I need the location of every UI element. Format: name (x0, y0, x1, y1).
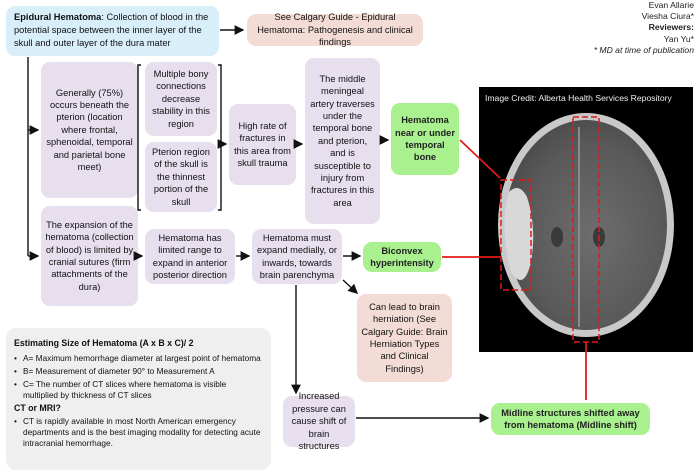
limited-range-box: Hematoma has limited range to expand in … (145, 229, 235, 284)
image-credit: Image Credit: Alberta Health Services Re… (485, 93, 672, 103)
size-heading: Estimating Size of Hematoma (A x B x C)/… (14, 338, 194, 348)
bony-connections-box: Multiple bony connections decrease stabi… (145, 62, 217, 136)
definition-text: : Collection of blood in the potential s… (14, 12, 209, 48)
hematoma (504, 188, 534, 280)
ct-scan-image: Image Credit: Alberta Health Services Re… (479, 87, 693, 352)
must-expand-box: Hematoma must expand medially, or inward… (252, 229, 342, 284)
midline-shift-box: Midline structures shifted away from hem… (491, 403, 650, 435)
author-2: Viesha Ciura* (641, 11, 694, 22)
fracture-rate-box: High rate of fractures in this area from… (229, 104, 296, 185)
list-item: B= Measurement of diameter 90° to Measur… (14, 366, 263, 377)
credits: Evan Allarie Viesha Ciura* Reviewers: Ya… (504, 0, 694, 56)
thinnest-skull-box: Pterion region of the skull is the thinn… (145, 142, 217, 212)
ventricle-left (551, 227, 563, 247)
size-list: A= Maximum hemorrhage diameter at larges… (14, 353, 263, 401)
reviewer: Yan Yu* (663, 33, 694, 44)
see-guide-box: See Calgary Guide - Epidural Hematoma: P… (247, 12, 423, 47)
bracket-right (218, 64, 222, 211)
ct-scan-drawing (498, 113, 674, 343)
definition-term: Epidural Hematoma (14, 12, 102, 22)
biconvex-box: Biconvex hyperintensity (363, 242, 441, 272)
pterion-box: Generally (75%) occurs beneath the pteri… (41, 62, 138, 198)
list-item: CT is rapidly available in most North Am… (14, 416, 263, 449)
red-link-temporal (459, 139, 501, 179)
publication-note: * MD at time of publication (593, 44, 694, 55)
near-temporal-box: Hematoma near or under temporal bone (391, 103, 459, 175)
pressure-box: Increased pressure can cause shift of br… (283, 391, 355, 451)
bracket-left (137, 64, 141, 211)
list-item: A= Maximum hemorrhage diameter at larges… (14, 353, 263, 364)
list-item: C= The number of CT slices where hematom… (14, 379, 263, 401)
author: Evan Allarie (648, 0, 694, 10)
brain-parenchyma (505, 120, 667, 330)
definition-box: Epidural Hematoma: Collection of blood i… (6, 6, 219, 56)
ct-mri-heading: CT or MRI? (14, 403, 61, 413)
hematoma-marker (500, 179, 532, 291)
artery-box: The middle meningeal artery traverses un… (305, 58, 380, 224)
notes-panel: Estimating Size of Hematoma (A x B x C)/… (6, 328, 271, 470)
ct-mri-list: CT is rapidly available in most North Am… (14, 416, 263, 449)
expansion-box: The expansion of the hematoma (collectio… (41, 206, 138, 306)
reviewers-label: Reviewers: (648, 22, 694, 33)
herniation-box: Can lead to brain herniation (See Calgar… (357, 294, 452, 382)
arrow-to-herniation (342, 279, 359, 294)
